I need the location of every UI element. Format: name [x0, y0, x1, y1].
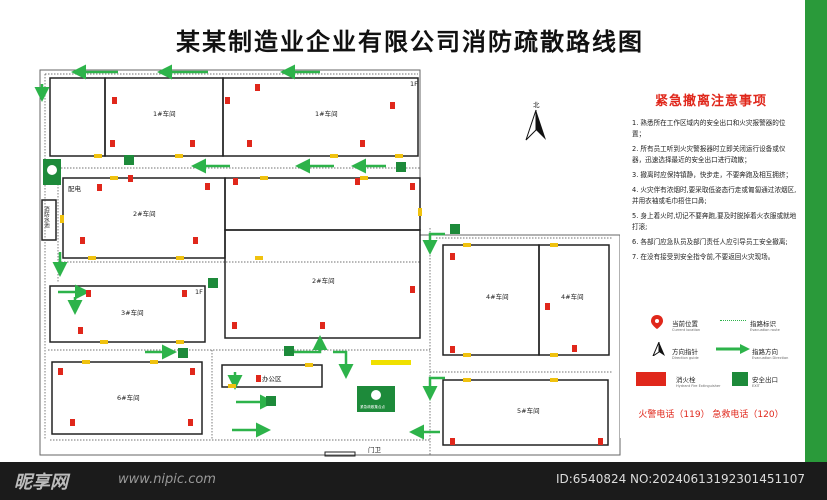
watermark-url: www.nipic.com: [118, 472, 216, 487]
image-id: ID:6540824 NO:20240613192301451107: [555, 472, 805, 486]
floor-plan: 1#车间 1#车间 2#车间 2#车间 3#车间 4#车间 4#车间 5#车间 …: [34, 64, 621, 457]
page-title: 某某制造业企业有限公司消防疏散路线图: [176, 28, 644, 56]
exit-signs: [124, 155, 460, 406]
current-location-bar: [371, 360, 411, 365]
floor-1b: 1F: [195, 288, 203, 296]
room-fire-water: 消防水池: [43, 205, 50, 229]
room-5: 5#车间: [517, 406, 540, 415]
room-6: 6#车间: [117, 393, 140, 402]
right-green-bar: [805, 0, 827, 462]
door-markers: [60, 154, 558, 388]
room-power: 配电: [68, 184, 82, 193]
notice-item: 5. 身上着火时,切记不要奔跑,要及时脱掉着火衣服或就地打滚;: [632, 212, 797, 231]
room-1b: 1#车间: [315, 109, 338, 118]
emergency-phones: 火警电话（119） 急救电话（120）: [638, 410, 784, 420]
room-2b: 2#车间: [312, 276, 335, 285]
gate-line: [324, 451, 356, 457]
north-label: 北: [533, 101, 540, 109]
building-west-north: [49, 77, 106, 157]
notice-item: 3. 撤离时应保持镇静，快步走，不要奔跑及相互拥挤；: [632, 171, 793, 179]
notice-item: 6. 各部门应急队员及部门责任人应引导员工安全撤离;: [632, 238, 788, 246]
room-office: 办公区: [262, 374, 282, 383]
building-4b: [538, 244, 610, 356]
site-outline: [39, 69, 621, 456]
building-2a: [62, 177, 226, 259]
building-2-upper: [224, 177, 421, 231]
room-1a: 1#车间: [153, 109, 176, 118]
room-gate: 门卫: [368, 445, 382, 454]
watermark-footer: 昵享网 www.nipic.com ID:6540824 NO:20240613…: [0, 462, 827, 500]
direction-arrow-icon: [716, 344, 750, 354]
notice-item: 4. 火灾伴有浓烟时,要采取低姿态行走或匍匐通过浓烟区,并用衣袖或毛巾捂住口鼻;: [632, 186, 797, 205]
notice-panel: 紧急撤离注意事项 1. 熟悉所在工作区域内的安全出口和火灾报警器的位置； 2. …: [620, 68, 802, 438]
room-3: 3#车间: [121, 308, 144, 317]
room-2a: 2#车间: [133, 209, 156, 218]
building-office: [221, 364, 323, 388]
building-5: [442, 379, 609, 446]
floor-1a: 1F: [410, 80, 418, 88]
route-dots-icon: [720, 320, 746, 321]
watermark-logo: 昵享网: [14, 472, 68, 493]
notice-item: 1. 熟悉所在工作区域内的安全出口和火灾报警器的位置；: [632, 119, 786, 138]
location-pin-icon: [651, 315, 663, 329]
notice-heading: 紧急撤离注意事项: [654, 94, 767, 109]
hydrant-icons: [58, 84, 603, 445]
room-4b: 4#车间: [561, 292, 584, 301]
building-6: [51, 361, 203, 435]
notice-item: 2. 所有员工听到火灾警报器时立即关闭运行设备或仪器，迅速选择最近的安全出口进行…: [632, 145, 786, 164]
room-4a: 4#车间: [486, 292, 509, 301]
assembly-label: 紧急疏散集合点: [360, 404, 386, 409]
fire-water-tank: [41, 199, 57, 241]
notice-list: 1. 熟悉所在工作区域内的安全出口和火灾报警器的位置； 2. 所有员工听到火灾警…: [632, 118, 798, 267]
north-compass-icon: [525, 109, 546, 141]
exit-icon: [732, 372, 748, 386]
building-1b: [222, 77, 419, 157]
building-3: [49, 285, 206, 343]
direction-guide-icon: [652, 342, 665, 356]
hydrant-icon: [636, 372, 666, 386]
notice-item: 7. 在没有接受到安全指令前,不要返回火灾现场。: [632, 253, 775, 261]
